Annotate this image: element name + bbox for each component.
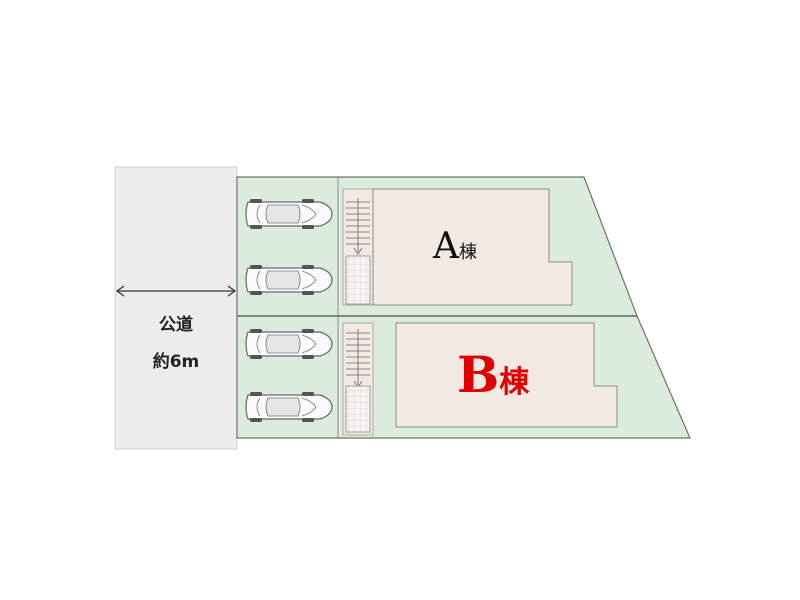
building-b-letter: B [457, 345, 499, 404]
car-a-1 [245, 198, 333, 230]
building-a-suffix: 棟 [459, 242, 477, 263]
house-a [372, 188, 573, 306]
public-road [114, 166, 238, 450]
car-b-2 [245, 391, 333, 423]
building-b-suffix: 棟 [499, 365, 530, 400]
building-a-label: A棟 [432, 226, 477, 267]
tiled-entry-b [345, 385, 371, 433]
car-b-1 [245, 328, 333, 360]
car-a-2 [245, 264, 333, 296]
road-width-arrow [115, 285, 237, 297]
stairs-b [346, 329, 370, 388]
road-name-label: 公道 [159, 314, 193, 335]
building-b-label: B棟 [457, 345, 530, 404]
stairs-a [346, 198, 370, 255]
house-b [395, 322, 618, 428]
building-a-letter: A [432, 226, 460, 267]
tiled-entry-a [345, 255, 371, 305]
road-width-label: 約6m [153, 351, 200, 372]
